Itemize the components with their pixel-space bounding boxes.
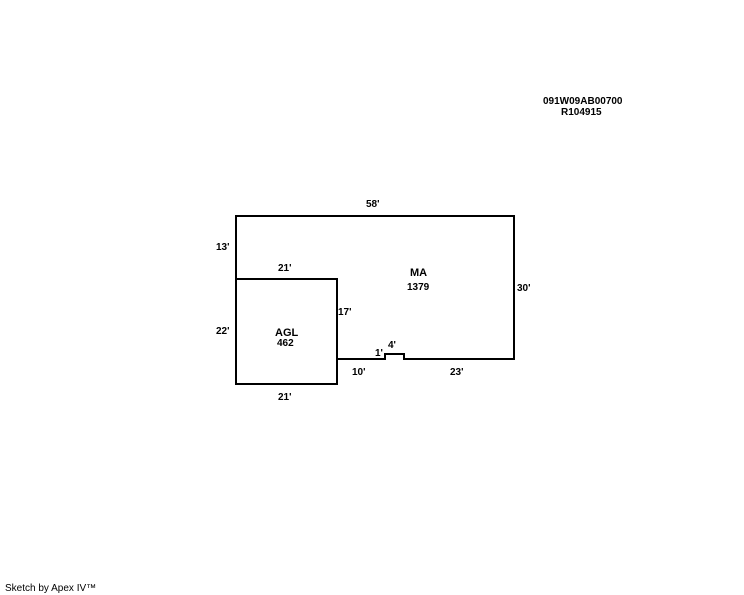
main-area-sqft: 1379 (407, 282, 430, 293)
parcel-header: 091W09AB00700 R104915 (543, 96, 623, 118)
main-area-outline (235, 215, 515, 360)
garage-area-sqft: 462 (277, 338, 294, 349)
parcel-id: 091W09AB00700 (543, 96, 623, 107)
main-area-code: MA (410, 267, 427, 279)
dim-bottom-right: 23' (450, 367, 464, 378)
dim-bump-width: 4' (388, 340, 396, 351)
dim-left-upper: 13' (216, 242, 230, 253)
dim-garage-left: 22' (216, 326, 230, 337)
sketch-credit: Sketch by Apex IV™ (5, 583, 97, 594)
dim-bump-height: 1' (375, 348, 383, 359)
dim-garage-bottom: 21' (278, 392, 292, 403)
garage-outline (235, 278, 338, 385)
dim-right: 30' (517, 283, 531, 294)
dim-garage-right: 17' (338, 307, 352, 318)
dim-top: 58' (366, 199, 380, 210)
account-id: R104915 (561, 107, 602, 118)
garage-area-code: AGL (275, 327, 299, 339)
dim-bottom-left: 10' (352, 367, 366, 378)
dim-garage-top: 21' (278, 263, 292, 274)
